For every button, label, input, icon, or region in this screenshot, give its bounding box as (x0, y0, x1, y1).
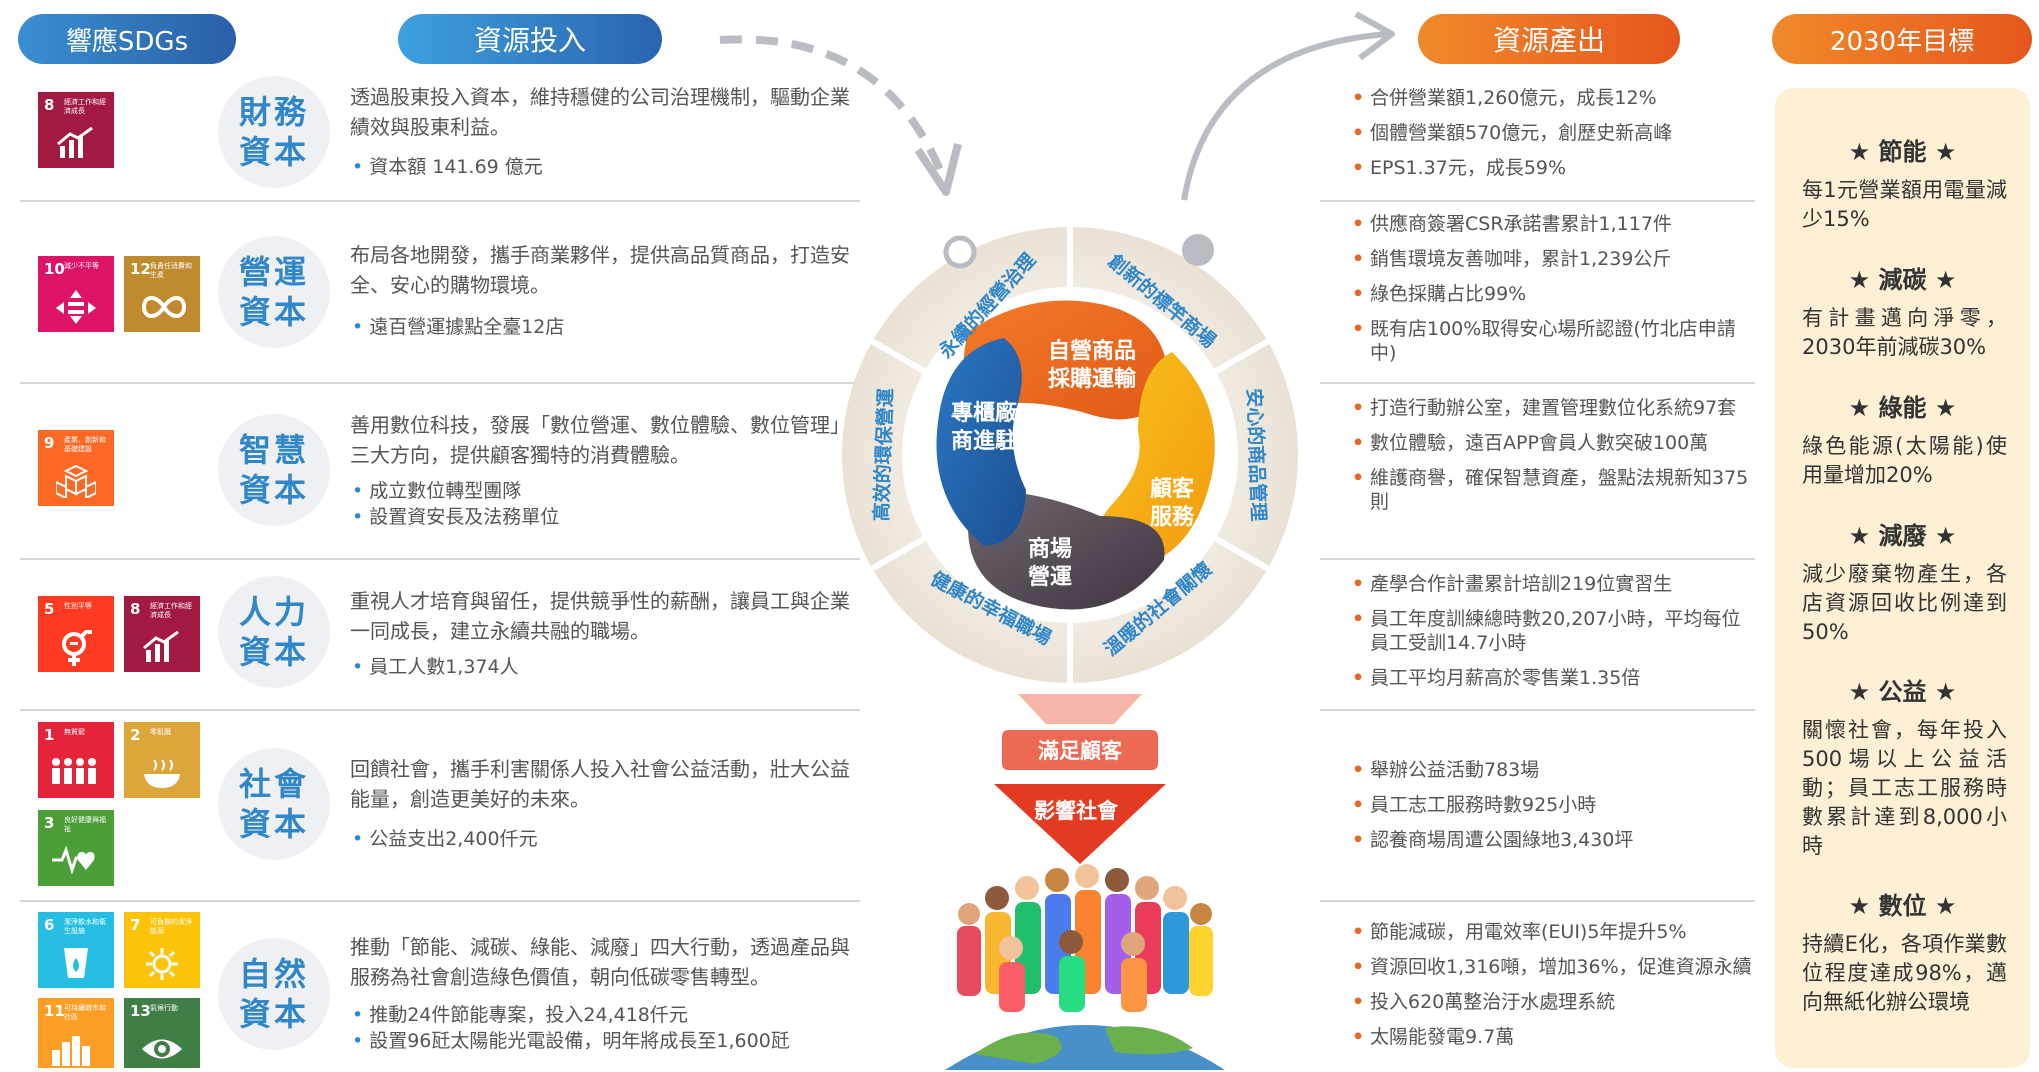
goal-title: ★ 綠能 ★ (1848, 394, 1957, 422)
petal-bottom-label: 商場 (1028, 536, 1072, 562)
row-separator (1320, 900, 1755, 902)
row-separator (20, 200, 860, 202)
header-input: 資源投入 (398, 14, 662, 64)
header-output: 資源產出 (1418, 14, 1680, 64)
funnel-influence-society: 影響社會 (1034, 799, 1119, 823)
input-arrow-icon (719, 35, 962, 196)
output-operational-list: 供應商簽署CSR承諾書累計1,117件銷售環境友善咖啡，累計1,239公斤綠色採… (1352, 212, 1757, 376)
petal-right-label: 服務 (1150, 504, 1195, 530)
row-separator (1320, 200, 1755, 202)
funnel-diagram: 滿足顧客 影響社會 (994, 694, 1166, 864)
capital-human-bullets: 員工人數1,374人 (352, 654, 862, 680)
capital-operational-label: 營運資本 (218, 236, 330, 348)
petal-top-label: 自營商品 (1048, 338, 1136, 364)
goal-title: ★ 節能 ★ (1848, 138, 1957, 166)
capital-smart-desc: 善用數位科技，發展「數位營運、數位體驗、數位管理」三大方向，提供顧客獨特的消費體… (350, 413, 850, 467)
capital-social-desc: 回饋社會，攜手利害關係人投入社會公益活動，壯大公益能量，創造更美好的未來。 (350, 757, 850, 811)
goal-desc: 持續E化，各項作業數位程度達成98%，邁向無紙化辦公環境 (1802, 932, 2007, 1014)
petal-yellow (1095, 352, 1215, 569)
capital-financial-label: 財務資本 (218, 76, 330, 188)
goal-desc: 綠色能源(太陽能)使用量增加20% (1802, 434, 2007, 487)
capital-social-bullets: 公益支出2,400仟元 (352, 826, 862, 852)
row-separator (20, 558, 860, 560)
capital-natural-label: 自然資本 (218, 938, 330, 1050)
goal-desc: 減少廢棄物產生，各店資源回收比例達到50% (1802, 562, 2007, 644)
petal-blue (936, 338, 1026, 546)
petal-top-label: 採購運輸 (1048, 366, 1137, 392)
goal-desc: 有計畫邁向淨零，2030年前減碳30% (1802, 306, 2007, 359)
header-goals: 2030年目標 (1772, 14, 2032, 64)
capital-financial-bullets: 資本額 141.69 億元 (352, 154, 862, 180)
capital-social-label: 社會資本 (218, 748, 330, 860)
capital-smart-label: 智慧資本 (218, 414, 330, 526)
output-natural-list: 節能減碳，用電效率(EUI)5年提升5%資源回收1,316噸，增加36%，促進資… (1352, 920, 1757, 1060)
row-separator (1320, 558, 1755, 560)
capital-financial-desc: 透過股東投入資本，維持穩健的公司治理機制，驅動企業績效與股東利益。 (350, 85, 850, 139)
output-human-list: 產學合作計畫累計培訓219位實習生員工年度訓練總時數20,207小時，平均每位員… (1352, 572, 1757, 701)
header-sdgs: 響應SDGs (18, 14, 236, 64)
petal-bottom-label: 營運 (1028, 565, 1072, 590)
goal-title: ★ 公益 ★ (1848, 678, 1957, 706)
goal-desc: 每1元營業額用電量減少15% (1802, 178, 2007, 231)
value-wheel-diagram: 自營商品 採購運輸 專櫃廠 商進駐 顧客 服務 商場 營運 永續的經營治理 創新… (842, 222, 1298, 688)
petal-right-label: 顧客 (1150, 476, 1195, 502)
output-arrow-icon (1181, 11, 1395, 201)
ring-label-environment: 高效的環保營運 (870, 388, 898, 522)
output-social-list: 舉辦公益活動783場員工志工服務時數925小時認養商場周遭公園綠地3,430坪 (1352, 758, 1757, 863)
funnel-satisfy-customer: 滿足顧客 (1038, 739, 1123, 763)
output-smart-list: 打造行動辦公室，建置管理數位化系統97套數位體驗，遠百APP會員人數突破100萬… (1352, 396, 1757, 525)
capital-natural-desc: 推動「節能、減碳、綠能、減廢」四大行動，透過產品與服務為社會創造綠色價值，朝向低… (350, 935, 850, 989)
capital-smart-bullets: 成立數位轉型團隊設置資安長及法務單位 (352, 478, 862, 530)
row-separator (20, 709, 860, 711)
row-separator (1320, 709, 1755, 711)
petal-left-label: 專櫃廠 (951, 400, 1018, 426)
capital-natural-bullets: 推動24件節能專案，投入24,418仟元設置96瓩太陽能光電設備，明年將成長至1… (352, 1002, 862, 1054)
goal-title: ★ 減廢 ★ (1848, 522, 1957, 550)
ring-label-product: 安心的商品管理 (1243, 388, 1271, 522)
capital-human-label: 人力資本 (218, 576, 330, 688)
row-separator (1320, 382, 1755, 384)
row-separator (20, 382, 860, 384)
petal-left-label: 商進駐 (951, 428, 1017, 454)
row-separator (20, 900, 860, 902)
capital-operational-desc: 布局各地開發，攜手商業夥伴，提供高品質商品，打造安全、安心的購物環境。 (350, 243, 850, 297)
goal-title: ★ 數位 ★ (1848, 892, 1957, 920)
goal-title: ★ 減碳 ★ (1848, 266, 1957, 294)
people-globe-illustration (945, 864, 1225, 1070)
goals-panel (1775, 88, 2030, 1068)
output-financial-list: 合併營業額1,260億元，成長12%個體營業額570億元，創歷史新高峰EPS1.… (1352, 86, 1757, 191)
capital-operational-bullets: 遠百營運據點全臺12店 (352, 314, 862, 340)
ring-knob-right (1182, 234, 1214, 266)
goal-desc: 關懷社會，每年投入500場以上公益活動；員工志工服務時數累計達到8,000小時 (1802, 718, 2007, 858)
ring-knob-left (943, 235, 977, 269)
capital-human-desc: 重視人才培育與留任，提供競爭性的薪酬，讓員工與企業一同成長，建立永續共融的職場。 (350, 589, 850, 643)
